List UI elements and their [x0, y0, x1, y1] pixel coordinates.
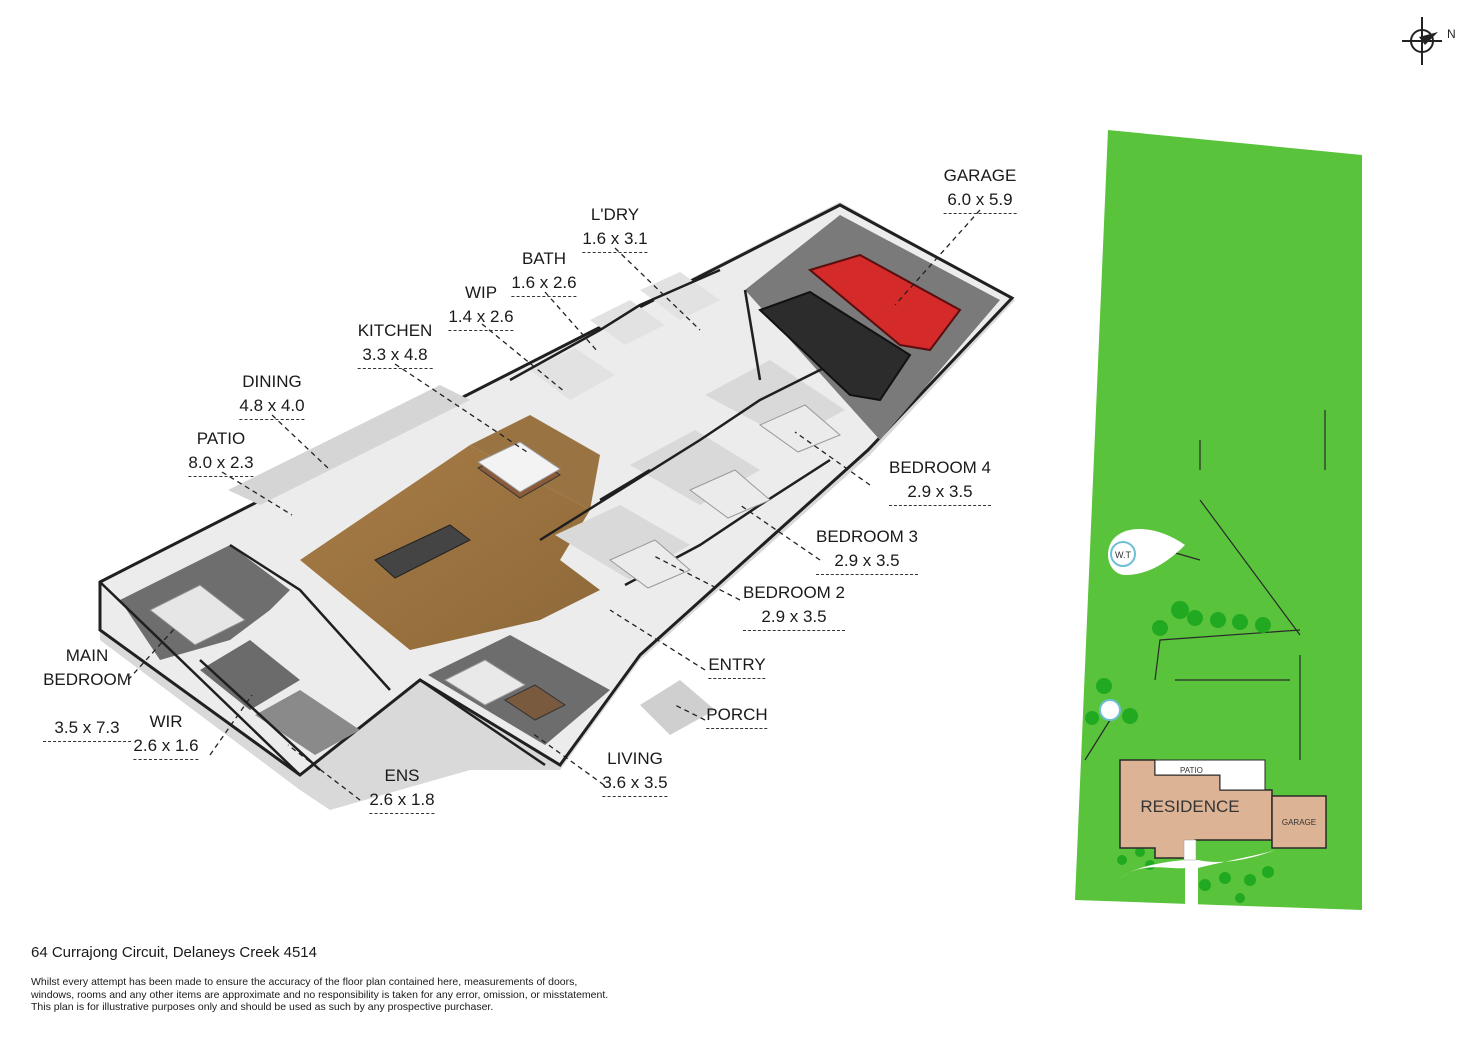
garage-floor: [745, 215, 1000, 440]
room-label-wip: WIP 1.4 x 2.6: [448, 281, 514, 331]
room-name: PORCH: [706, 703, 768, 729]
room-dimension: 8.0 x 2.3: [188, 451, 254, 477]
room-dimension: 3.5 x 7.3: [43, 716, 131, 742]
living-coffee-table: [504, 684, 566, 721]
laundry-floor: [640, 272, 720, 320]
site-porch: [1183, 839, 1197, 861]
room-label-bedroom3: BEDROOM 3 2.9 x 3.5: [815, 525, 919, 575]
room-label-bath: BATH 1.6 x 2.6: [511, 247, 577, 297]
room-label-bedroom2: BEDROOM 2 2.9 x 3.5: [742, 581, 846, 631]
site-patio-label: PATIO: [1180, 766, 1203, 775]
room-name: MAIN BEDROOM: [43, 646, 131, 689]
living-sofa: [443, 659, 527, 706]
interior-walls: [99, 268, 841, 776]
room-dimension: 3.3 x 4.8: [357, 343, 433, 369]
room-dimension: 3.6 x 3.5: [602, 771, 668, 797]
room-name: LIVING: [607, 749, 663, 768]
site-trees: [1085, 601, 1274, 903]
room-label-kitchen: KITCHEN 3.3 x 4.8: [357, 319, 433, 369]
room-label-wir: WIR 2.6 x 1.6: [133, 710, 199, 760]
compass-north-label: N: [1447, 27, 1456, 41]
compass-icon: [1402, 17, 1442, 65]
room-dimension: 6.0 x 5.9: [943, 188, 1017, 214]
room-name: WIR: [149, 712, 183, 731]
room-dimension: 2.6 x 1.6: [133, 734, 199, 760]
room-name: WIP: [464, 283, 498, 302]
room-dimension: 1.4 x 2.6: [448, 305, 514, 331]
room-dimension: 2.9 x 3.5: [742, 605, 846, 631]
room-label-porch: PORCH: [706, 703, 768, 729]
room-name: GARAGE: [943, 166, 1017, 185]
car-black: [758, 290, 912, 402]
patio-floor: [228, 385, 470, 505]
site-residence-label: RESIDENCE: [1140, 797, 1239, 816]
room-label-laundry: L'DRY 1.6 x 3.1: [582, 203, 648, 253]
main-bed: [149, 584, 246, 646]
site-small-tank-icon: [1099, 699, 1121, 721]
disclaimer-line: Whilst every attempt has been made to en…: [31, 976, 578, 988]
wir-floor: [200, 640, 300, 710]
room-label-bedroom4: BEDROOM 4 2.9 x 3.5: [888, 456, 992, 506]
room-dimension: 2.6 x 1.8: [369, 788, 435, 814]
label-leader-lines: [127, 209, 981, 801]
disclaimer-line: windows, rooms and any other items are a…: [31, 988, 609, 1001]
living-floor: [428, 635, 610, 745]
room-name: BEDROOM 3: [815, 527, 919, 546]
room-name: KITCHEN: [357, 321, 433, 340]
room-label-garage: GARAGE 6.0 x 5.9: [943, 164, 1017, 214]
porch-floor: [640, 680, 715, 735]
room-name: PATIO: [196, 429, 246, 448]
floor-plan-3d: [98, 202, 1015, 810]
room-name: ENS: [384, 766, 420, 785]
bath-floor: [590, 300, 665, 345]
site-water-tank-label: W.T: [1115, 550, 1131, 560]
room-label-ens: ENS 2.6 x 1.8: [369, 764, 435, 814]
site-garage: [1271, 795, 1327, 849]
room-label-entry: ENTRY: [708, 653, 766, 679]
site-patio: [1154, 759, 1266, 791]
disclaimer: Whilst every attempt has been made to en…: [31, 976, 631, 1014]
dining-table: [374, 524, 471, 579]
kitchen-island-top: [477, 441, 561, 493]
room-name: DINING: [242, 372, 302, 391]
room-dimension: 1.6 x 2.6: [511, 271, 577, 297]
room-label-dining: DINING 4.8 x 4.0: [239, 370, 305, 420]
room-label-living: LIVING 3.6 x 3.5: [602, 747, 668, 797]
disclaimer-line: This plan is for illustrative purposes o…: [31, 1001, 494, 1013]
bedroom4-bed: [758, 404, 841, 453]
room-name: BATH: [521, 249, 567, 268]
car-red: [807, 253, 962, 352]
wip-floor: [530, 348, 615, 400]
room-dimension: 2.9 x 3.5: [815, 549, 919, 575]
room-name: BEDROOM 4: [888, 458, 992, 477]
bedroom2-bed: [609, 539, 691, 589]
site-water-tank-icon: [1110, 541, 1136, 567]
site-lawn: [1075, 130, 1362, 910]
room-dimension: 1.6 x 3.1: [582, 227, 648, 253]
site-driveway-lines: [1084, 410, 1326, 761]
room-label-main-bedroom: MAIN BEDROOM 3.5 x 7.3: [43, 620, 131, 766]
room-dimension: 4.8 x 4.0: [239, 394, 305, 420]
site-garage-label: GARAGE: [1282, 818, 1316, 827]
room-name: L'DRY: [590, 205, 640, 224]
room-label-patio: PATIO 8.0 x 2.3: [188, 427, 254, 477]
property-address: 64 Currajong Circuit, Delaneys Creek 451…: [31, 944, 317, 961]
room-name: ENTRY: [708, 653, 766, 679]
ens-floor: [255, 690, 360, 755]
room-name: BEDROOM 2: [742, 583, 846, 602]
bedroom3-bed: [689, 469, 771, 519]
room-dimension: 2.9 x 3.5: [888, 480, 992, 506]
site-plan: W.T PATIO RESIDENCE: [1075, 130, 1362, 910]
site-front-path: [1118, 850, 1275, 905]
